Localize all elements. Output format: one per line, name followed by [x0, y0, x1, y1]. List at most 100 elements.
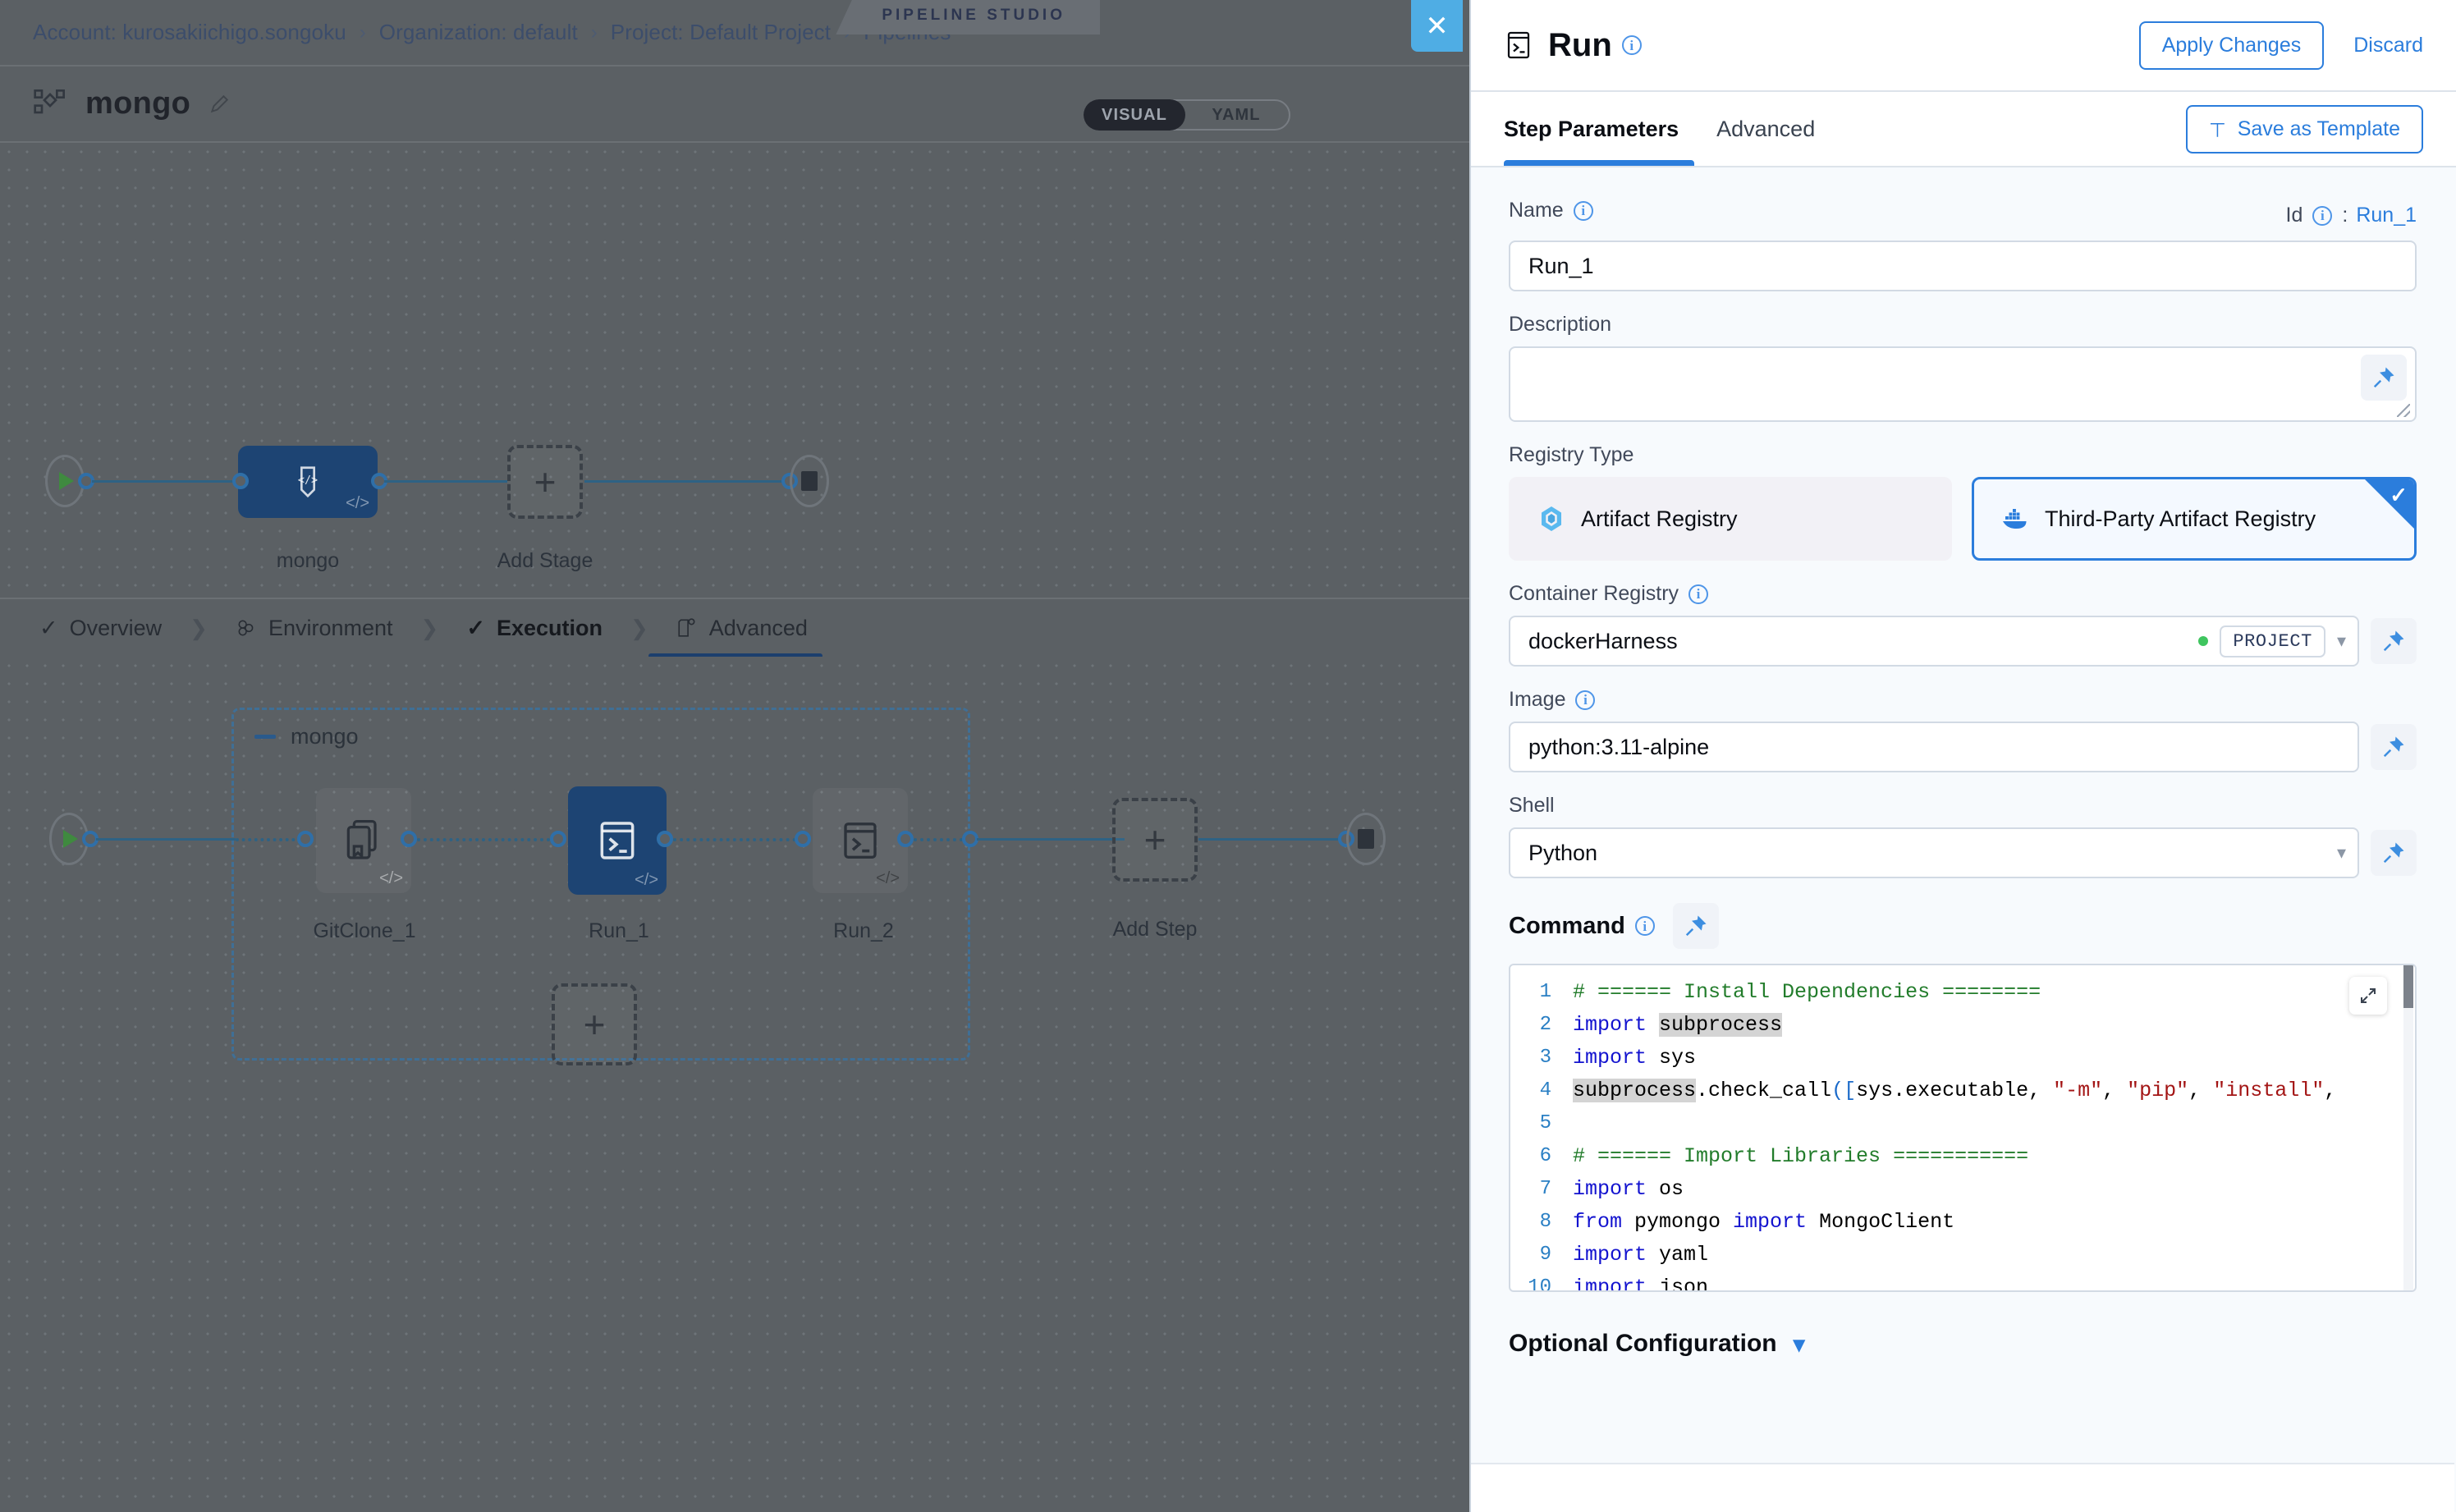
container-registry-select[interactable]: dockerHarness PROJECT ▾ [1509, 616, 2359, 667]
info-icon[interactable]: i [1634, 916, 1655, 936]
editor-scrollbar-thumb[interactable] [2403, 965, 2413, 1008]
tab-execution[interactable]: ✓ Execution [466, 616, 603, 641]
pin-icon[interactable] [2361, 355, 2407, 401]
editor-scrollbar-track[interactable] [2403, 965, 2413, 1290]
check-icon: ✓ [466, 615, 485, 640]
add-step-button[interactable]: + [1112, 798, 1198, 882]
code-line-content: import os [1573, 1176, 1684, 1201]
tab-separator-icon: ❯ [420, 615, 439, 640]
breadcrumb-item-project[interactable]: Project: Default Project [610, 20, 832, 44]
expand-icon[interactable] [2349, 977, 2387, 1015]
info-icon[interactable]: i [1621, 35, 1642, 55]
pipeline-icon [34, 89, 65, 113]
optional-configuration-label: Optional Configuration [1509, 1330, 1777, 1357]
breadcrumb-item-account[interactable]: Account: kurosakiichigo.songoku [33, 20, 346, 44]
stage-node-mongo[interactable]: </> </> [238, 446, 378, 518]
info-icon[interactable]: i [1575, 690, 1596, 710]
resize-grip-icon[interactable] [2397, 404, 2410, 417]
gear-doc-icon [676, 617, 698, 639]
description-label: Description [1509, 313, 1612, 336]
pin-icon[interactable] [2371, 830, 2417, 876]
image-input[interactable]: python:3.11-alpine [1509, 722, 2359, 772]
add-stage-plus-icon: + [534, 460, 557, 503]
registry-type-options[interactable]: Artifact Registry Third-Party Artifact R… [1509, 477, 2417, 561]
step-port [401, 831, 417, 847]
tab-step-parameters[interactable]: Step Parameters [1504, 116, 1679, 141]
registry-option-third-party[interactable]: Third-Party Artifact Registry [1972, 477, 2417, 561]
edit-pencil-icon[interactable] [208, 91, 230, 117]
stage-group-box [231, 708, 970, 1061]
stage-group-label-row[interactable]: mongo [254, 724, 359, 749]
step-port [297, 831, 314, 847]
visual-yaml-toggle[interactable]: VISUAL YAML [1084, 99, 1290, 131]
connector-dotted [417, 838, 557, 841]
info-icon[interactable]: i [1688, 584, 1709, 604]
tab-panel-advanced[interactable]: Advanced [1716, 116, 1816, 141]
add-stage-button[interactable]: + [507, 445, 583, 519]
code-badge-icon: </> [379, 869, 403, 887]
toggle-yaml[interactable]: YAML [1212, 105, 1261, 124]
code-line-content: subprocess.check_call([sys.executable, "… [1573, 1078, 2337, 1102]
tab-advanced[interactable]: Advanced [676, 616, 808, 641]
toggle-visual[interactable]: VISUAL [1084, 99, 1185, 131]
chevron-down-icon[interactable]: ▾ [2336, 842, 2346, 863]
image-row: python:3.11-alpine [1509, 722, 2417, 772]
page-title: mongo [85, 86, 191, 121]
stage-node-label: mongo [276, 549, 340, 572]
tab-execution-label: Execution [496, 615, 603, 640]
step-node-run-2[interactable]: </> [813, 788, 908, 893]
stage-graph-canvas[interactable]: </> </> mongo + Add Stage [0, 143, 1469, 598]
collapse-icon[interactable] [254, 735, 276, 739]
close-icon[interactable]: ✕ [1411, 0, 1463, 52]
connector [977, 838, 1125, 841]
save-as-template-label: Save as Template [2237, 117, 2400, 140]
step-node-run-1[interactable]: </> [568, 786, 667, 895]
chevron-down-icon[interactable]: ▾ [2336, 630, 2346, 651]
pin-icon[interactable] [1672, 903, 1719, 949]
code-line-content: from pymongo import MongoClient [1573, 1209, 1955, 1234]
info-icon[interactable]: i [2312, 205, 2333, 226]
terminal-icon [1507, 31, 1530, 59]
connector [584, 480, 788, 483]
id-value: Run_1 [2356, 204, 2417, 227]
step-port [897, 831, 914, 847]
code-line-content: import subprocess [1573, 1012, 1783, 1037]
container-registry-value: dockerHarness [1528, 628, 1678, 653]
panel-body: Name i Id i : Run_1 Run_1 Description [1471, 169, 2454, 1512]
save-as-template-button[interactable]: ⊥ Save as Template [2185, 104, 2423, 153]
name-input[interactable]: Run_1 [1509, 241, 2417, 291]
tab-overview[interactable]: ✓ Overview [39, 616, 162, 641]
shell-select[interactable]: Python ▾ [1509, 827, 2359, 878]
registry-option-artifact-registry[interactable]: Artifact Registry [1509, 477, 1952, 561]
connector-dotted [914, 838, 969, 841]
apply-changes-button[interactable]: Apply Changes [2138, 21, 2325, 70]
tab-environment[interactable]: Environment [236, 616, 393, 641]
panel-tabs[interactable]: Step Parameters Advanced ⊥ Save as Templ… [1471, 92, 2456, 167]
stage-config-tabs[interactable]: ✓ Overview ❯ Environment ❯ ✓ Execution [0, 598, 1469, 658]
execution-graph-canvas[interactable]: mongo </> GitClone_ [0, 657, 1469, 1512]
command-code-editor[interactable]: 1# ====== Install Dependencies ========2… [1509, 964, 2417, 1292]
optional-configuration-toggle[interactable]: Optional Configuration ▾ [1509, 1330, 2417, 1358]
pin-icon[interactable] [2371, 618, 2417, 664]
connector-dotted [236, 838, 301, 841]
connector [96, 838, 236, 841]
add-parallel-step-button[interactable]: + [552, 983, 637, 1065]
step-node-gitclone[interactable]: </> [316, 788, 411, 893]
panel-header: Run i Apply Changes Discard [1471, 0, 2456, 92]
tab-overview-label: Overview [69, 615, 163, 640]
description-textarea[interactable] [1509, 346, 2417, 422]
breadcrumb-item-organization[interactable]: Organization: default [378, 20, 578, 44]
code-badge-icon: </> [346, 494, 369, 512]
tab-environment-label: Environment [268, 615, 393, 640]
discard-button[interactable]: Discard [2353, 33, 2423, 57]
info-icon[interactable]: i [1573, 200, 1593, 221]
pin-icon[interactable] [2371, 724, 2417, 770]
panel-title: Run [1548, 26, 1612, 63]
code-line-number: 6 [1539, 1144, 1551, 1167]
panel-footer [1471, 1463, 2454, 1512]
terminal-icon [600, 822, 635, 859]
container-registry-row: dockerHarness PROJECT ▾ [1509, 616, 2417, 667]
